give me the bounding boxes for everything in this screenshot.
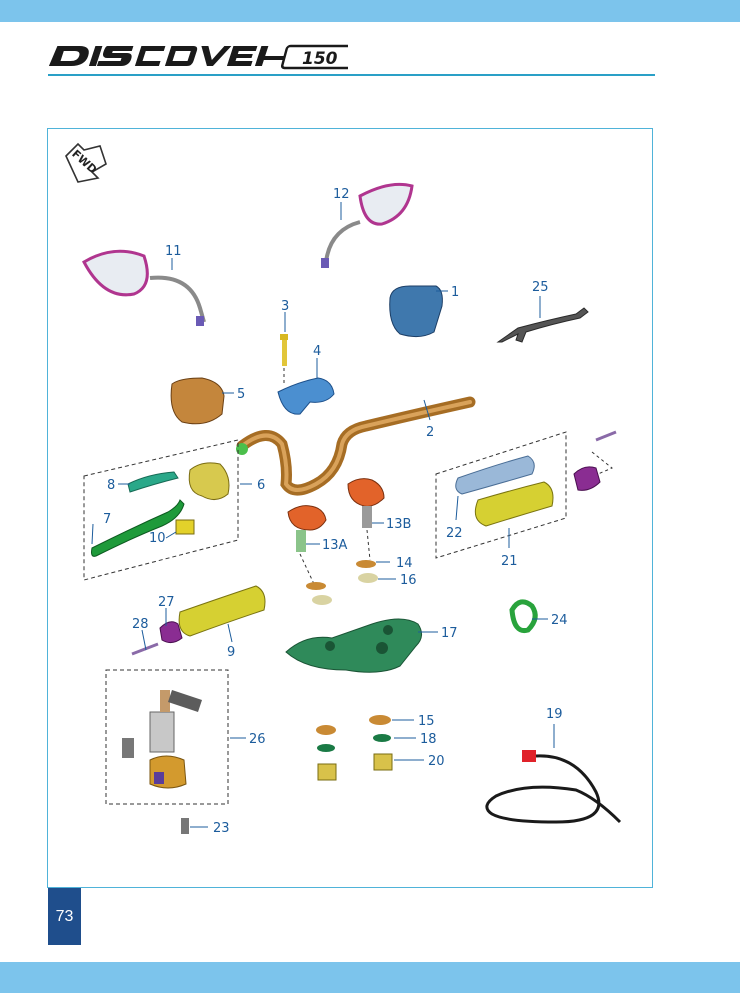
page-number: 73	[48, 888, 81, 945]
callout-26: 26	[249, 732, 266, 747]
part-cable-19	[485, 750, 622, 824]
part-upper-clamp	[277, 377, 335, 415]
svg-text:150: 150	[302, 49, 338, 69]
leader-lines	[91, 202, 555, 828]
brake-assembly-group	[83, 439, 239, 581]
callout-5: 5	[237, 387, 245, 402]
callout-21: 21	[501, 554, 518, 569]
part-clutch-lever	[496, 307, 589, 343]
model-logo: DISCOVER 150 150	[48, 38, 367, 72]
callout-4: 4	[313, 344, 321, 359]
callout-28: 28	[132, 617, 149, 632]
part-right-switch	[389, 285, 443, 338]
part-lower-clamp-13b	[347, 478, 385, 583]
part-handlebar	[236, 396, 476, 496]
callout-11: 11	[165, 244, 182, 259]
part-left-grip	[131, 585, 266, 656]
callout-24: 24	[551, 613, 568, 628]
header-rule	[48, 74, 655, 76]
callout-13b: 13B	[386, 517, 411, 532]
callout-22: 22	[446, 526, 463, 541]
diagram-frame	[47, 128, 653, 888]
callout-18: 18	[420, 732, 437, 747]
callout-labels: 1 2 3 4 5 6 7 8 9 10 11 12 13A 13B 14 15…	[103, 187, 568, 836]
ignition-switch-group	[105, 669, 229, 834]
logo-graphic: 150	[48, 44, 367, 70]
callout-20: 20	[428, 754, 445, 769]
nut-washer-stack-right	[369, 715, 393, 771]
callout-2: 2	[426, 425, 434, 440]
nut-washer-stack-left	[316, 725, 337, 781]
part-lower-clamp-13a	[287, 505, 332, 605]
callout-7: 7	[103, 512, 111, 527]
bottom-band	[0, 962, 740, 993]
callout-8: 8	[107, 478, 115, 493]
callout-3: 3	[281, 299, 289, 314]
callout-9: 9	[227, 645, 235, 660]
callout-10: 10	[149, 531, 166, 546]
callout-14: 14	[396, 556, 413, 571]
callout-1: 1	[451, 285, 459, 300]
callout-6: 6	[257, 478, 265, 493]
callout-15: 15	[418, 714, 435, 729]
part-clip-24	[509, 599, 538, 634]
right-grip-group	[435, 430, 617, 559]
part-clamp-plate	[285, 618, 422, 673]
callout-27: 27	[158, 595, 175, 610]
fwd-arrow-icon: FWD	[65, 142, 107, 183]
part-left-mirror	[82, 249, 206, 326]
callout-17: 17	[441, 626, 458, 641]
callout-19: 19	[546, 707, 563, 722]
callout-23: 23	[213, 821, 230, 836]
callout-13a: 13A	[322, 538, 348, 553]
callout-16: 16	[400, 573, 417, 588]
callout-25: 25	[532, 280, 549, 295]
part-right-mirror	[321, 182, 414, 268]
top-band	[0, 0, 740, 22]
part-left-switch	[170, 377, 225, 425]
callout-12: 12	[333, 187, 350, 202]
part-bolt-3	[280, 334, 288, 386]
